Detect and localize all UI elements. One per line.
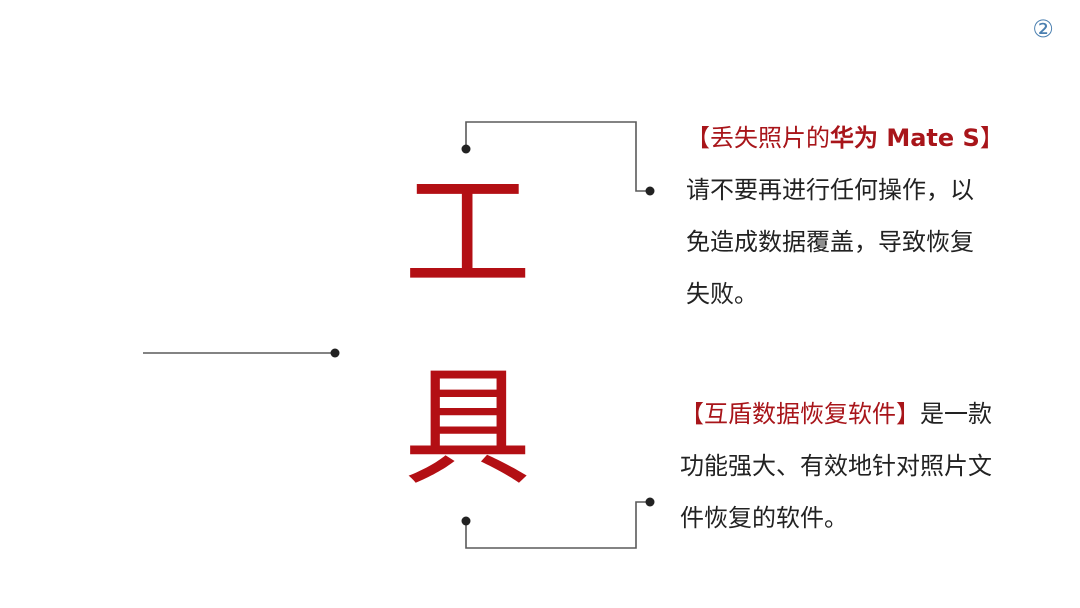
title-char-2: 具 bbox=[403, 354, 532, 503]
top-bracket-right-dot bbox=[645, 186, 655, 196]
top-bracket-line bbox=[465, 121, 650, 192]
top-note: 【丢失照片的华为 Mate S】 请不要再进行任何操作，以 免造成数据覆盖，导致… bbox=[686, 112, 1046, 320]
title-char-1: 工 bbox=[403, 159, 532, 308]
bottom-bracket-line bbox=[465, 501, 650, 549]
heading-device: 华为 Mate S bbox=[830, 124, 980, 152]
bottom-note-line: 件恢复的软件。 bbox=[680, 504, 848, 532]
bottom-note-first-rest: 是一款 bbox=[920, 400, 992, 428]
top-note-line: 请不要再进行任何操作，以 bbox=[686, 176, 974, 204]
left-connector-dot bbox=[330, 348, 340, 358]
bottom-note-line: 功能强大、有效地针对照片文 bbox=[680, 452, 992, 480]
top-bracket-left-dot bbox=[461, 144, 471, 154]
bottom-note-heading: 【互盾数据恢复软件】 bbox=[680, 400, 920, 428]
bottom-note: 【互盾数据恢复软件】是一款 功能强大、有效地针对照片文 件恢复的软件。 bbox=[680, 388, 1060, 544]
top-note-heading: 【丢失照片的华为 Mate S】 bbox=[686, 112, 1046, 164]
heading-suffix: 】 bbox=[979, 124, 1004, 152]
top-note-line: 免造成数据覆盖，导致恢复 bbox=[686, 228, 974, 256]
top-note-line: 失败。 bbox=[686, 280, 758, 308]
heading-prefix: 【丢失照片的 bbox=[686, 124, 830, 152]
bottom-bracket-left-dot bbox=[461, 516, 471, 526]
bottom-note-first-line: 【互盾数据恢复软件】是一款 bbox=[680, 388, 1060, 440]
page-number-badge: ② bbox=[1032, 15, 1054, 43]
bottom-bracket-right-dot bbox=[645, 497, 655, 507]
